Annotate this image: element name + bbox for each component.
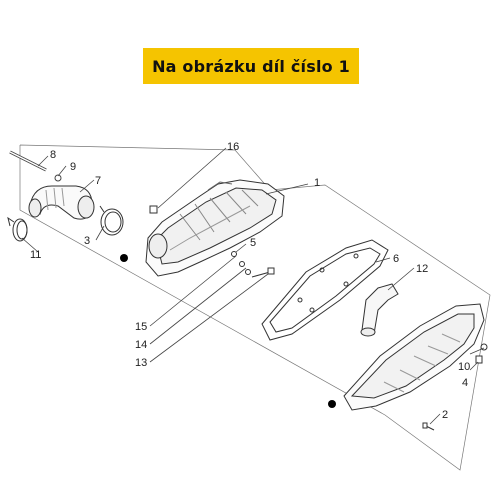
part-screws-5	[231, 251, 251, 275]
callout-14: 14	[135, 339, 147, 351]
part-washer-10	[480, 343, 488, 351]
callout-15: 15	[135, 321, 147, 333]
part-intake-elbow	[28, 185, 95, 220]
part-number-banner: Na obrázku díl číslo 1	[143, 48, 359, 84]
reference-dot	[120, 254, 128, 262]
callout-3: 3	[84, 235, 90, 247]
callout-4: 4	[462, 377, 468, 389]
callout-13: 13	[135, 357, 147, 369]
part-clamp-band	[99, 205, 124, 236]
callout-1: 1	[314, 177, 320, 189]
callout-2: 2	[442, 409, 448, 421]
part-gasket	[261, 239, 389, 341]
banner-text: Na obrázku díl číslo 1	[152, 56, 350, 76]
callout-8: 8	[50, 149, 56, 161]
reference-dot	[328, 400, 336, 408]
part-filter-duct	[360, 283, 399, 337]
part-hose-clamp	[7, 216, 28, 242]
part-screw-2	[422, 422, 435, 431]
part-clip	[54, 174, 62, 182]
air-box-cover	[343, 303, 485, 411]
part-long-screw	[251, 267, 275, 278]
callout-9: 9	[70, 161, 76, 173]
leader-lines	[21, 147, 485, 425]
callout-5: 5	[250, 237, 256, 249]
callout-12: 12	[416, 263, 428, 275]
callout-10: 10	[458, 361, 470, 373]
callout-6: 6	[393, 253, 399, 265]
callout-7: 7	[95, 175, 101, 187]
part-bolt-16	[149, 205, 158, 214]
boundary-outline	[19, 144, 491, 471]
part-nut-4	[475, 355, 483, 364]
callout-16: 16	[227, 141, 239, 153]
callout-11: 11	[30, 249, 41, 261]
air-box-lower-housing	[145, 179, 285, 277]
